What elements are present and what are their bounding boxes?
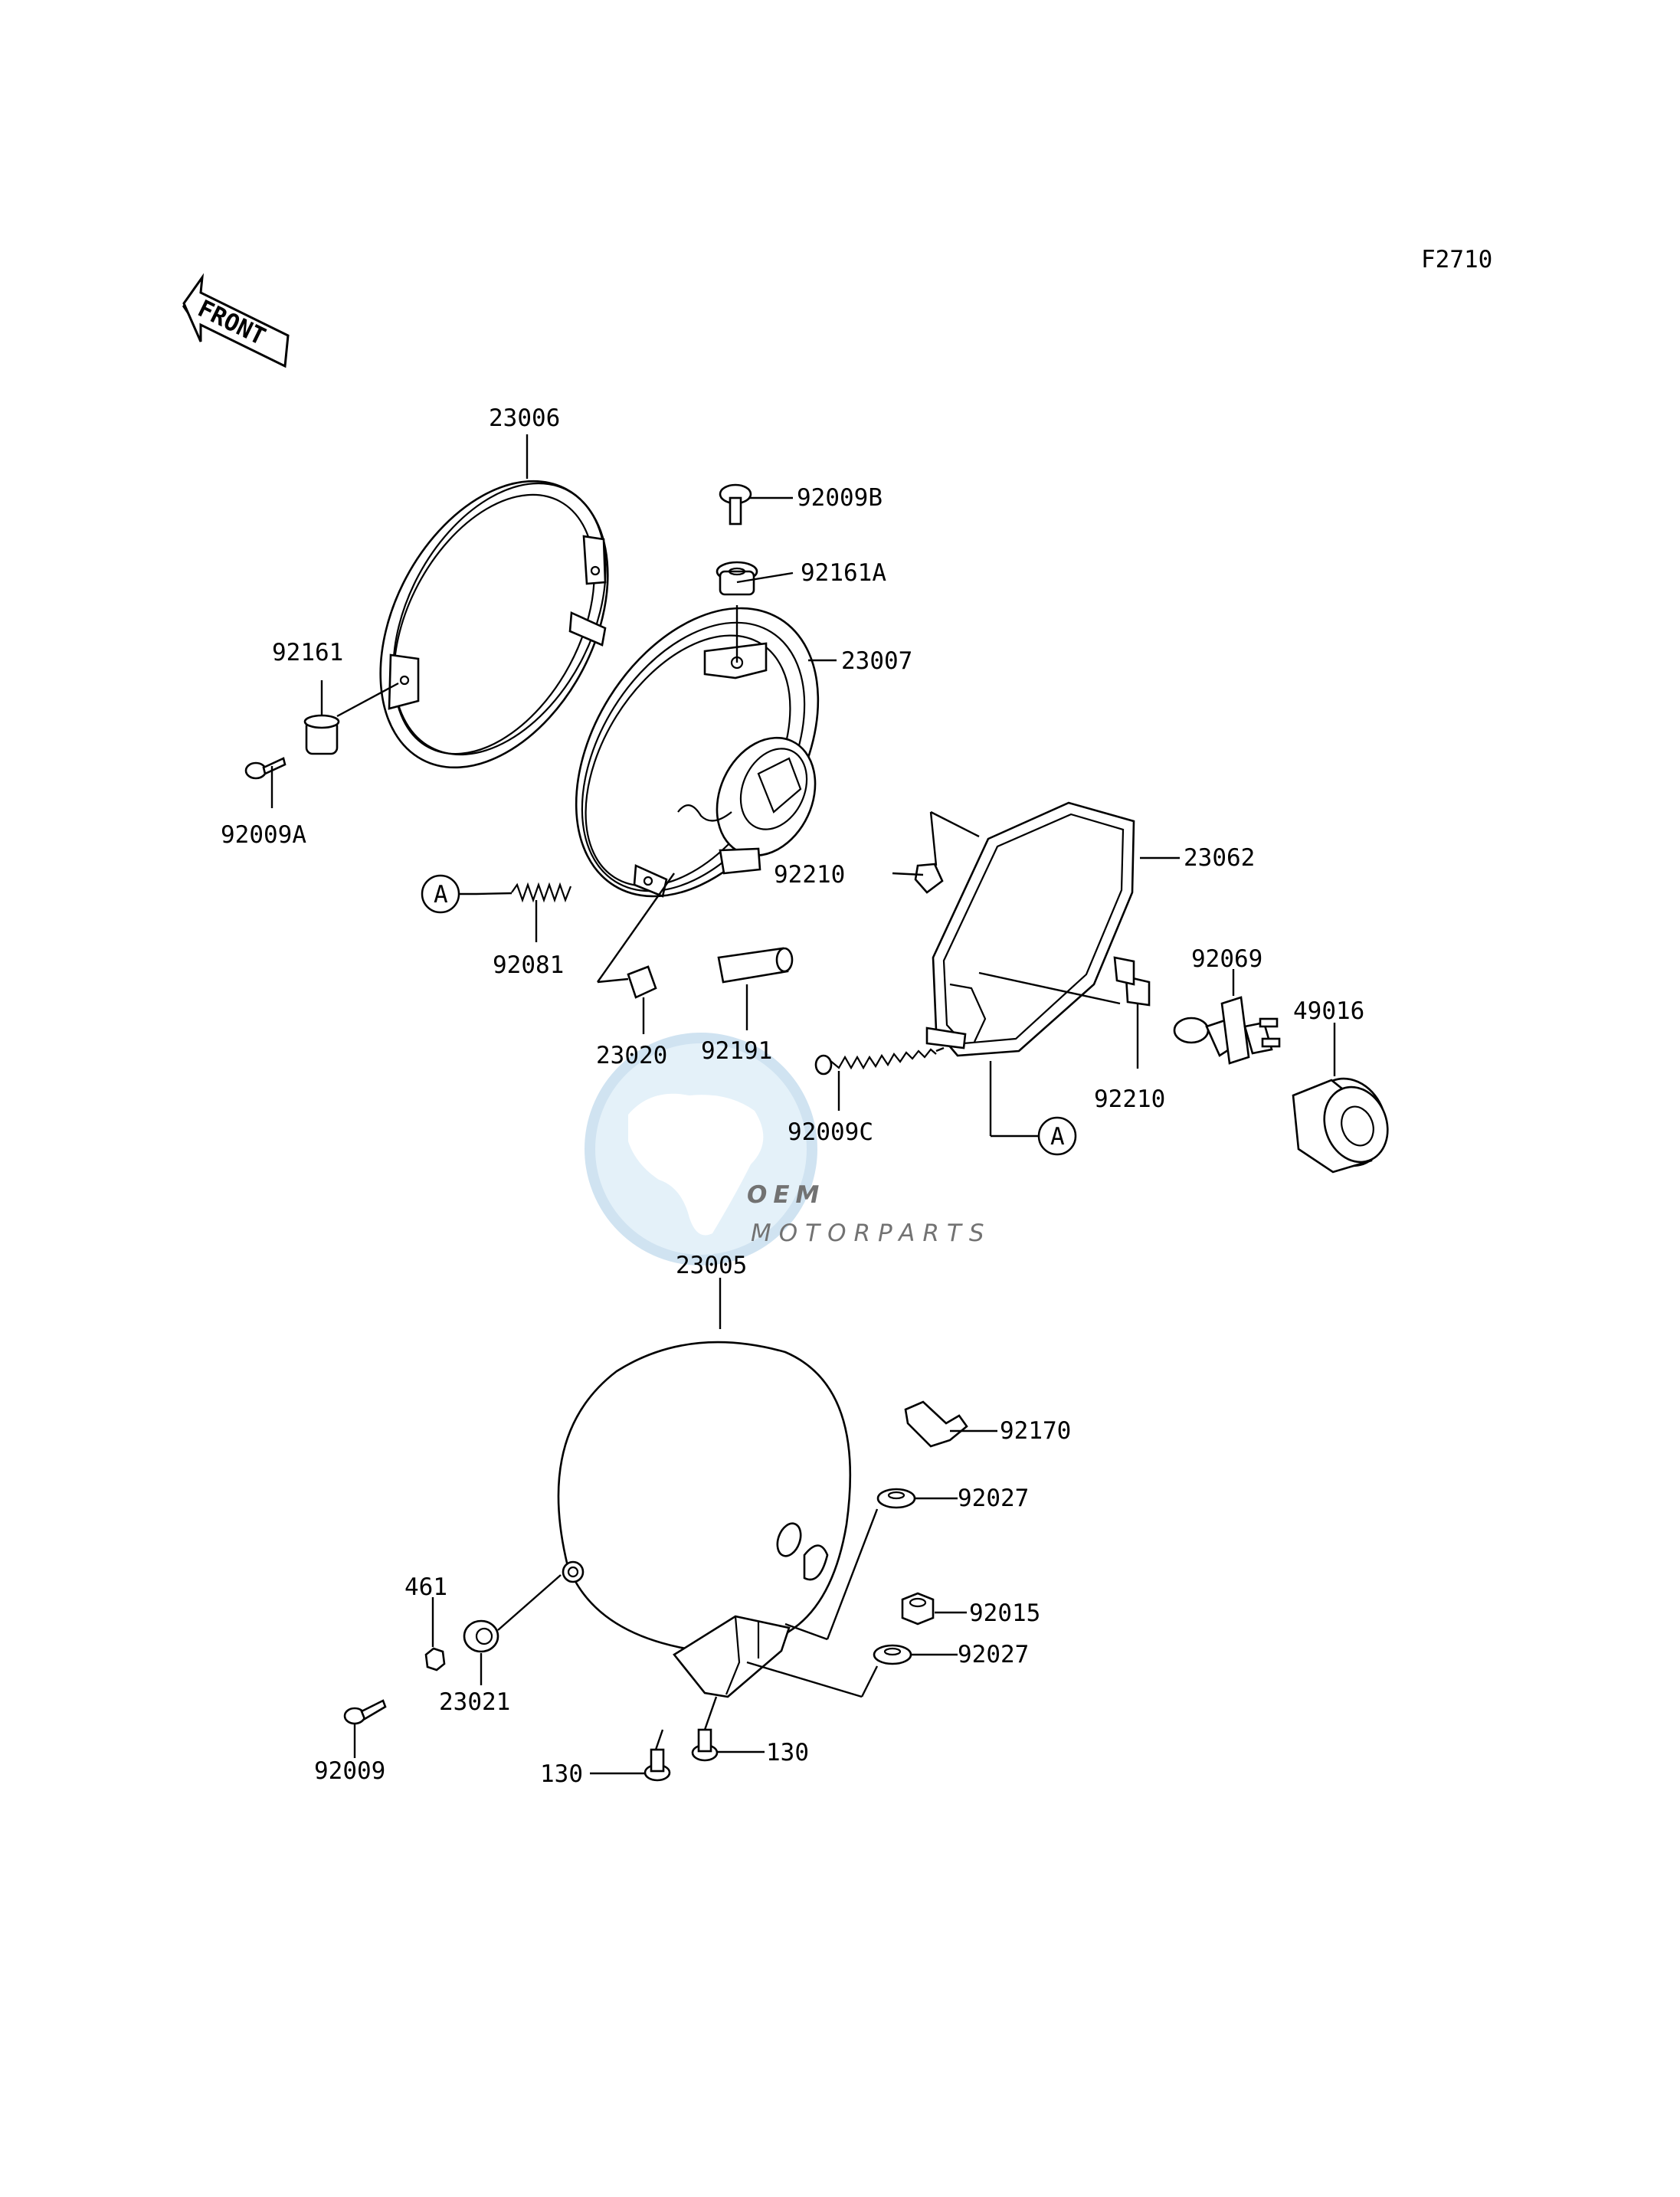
nut-92015 <box>901 1592 935 1626</box>
label-461: 461 <box>404 1573 447 1601</box>
label-92170: 92170 <box>1000 1417 1071 1445</box>
label-92210-lower: 92210 <box>1094 1085 1165 1113</box>
label-23062: 23062 <box>1184 844 1255 872</box>
label-92015: 92015 <box>969 1599 1040 1627</box>
label-23020: 23020 <box>596 1042 667 1069</box>
label-130-left: 130 <box>540 1760 583 1788</box>
label-92069: 92069 <box>1191 945 1262 973</box>
nut-461 <box>424 1647 446 1671</box>
label-23005: 23005 <box>676 1252 747 1279</box>
ref-marker-a-left: A <box>421 874 476 914</box>
screw-92009C <box>814 1046 945 1076</box>
label-92009B: 92009B <box>797 484 883 512</box>
clip-92210-upper <box>914 863 944 894</box>
grommet-23021 <box>463 1619 499 1653</box>
leader-lines <box>270 434 1336 1775</box>
front-label: FRONT <box>193 295 270 351</box>
collar-92191 <box>717 947 794 984</box>
ref-marker-a-left-label: A <box>434 881 448 909</box>
headlight-rim <box>379 480 609 769</box>
bulb-cover-49016 <box>1292 1077 1389 1174</box>
label-92027-upper: 92027 <box>958 1485 1029 1512</box>
grommet-92161 <box>303 714 340 755</box>
watermark-logo: OEM <box>747 1181 825 1209</box>
watermark: OEM MOTORPARTS <box>585 1033 992 1265</box>
grommet-92161A <box>716 561 758 596</box>
label-92081: 92081 <box>493 951 564 979</box>
label-23021: 23021 <box>439 1688 510 1716</box>
headlight-unit <box>575 607 820 898</box>
label-23007: 23007 <box>841 647 912 675</box>
ref-marker-a-right-label: A <box>1050 1123 1065 1151</box>
label-130-right: 130 <box>766 1739 809 1766</box>
bolt-130-right <box>691 1696 719 1762</box>
label-92027-lower: 92027 <box>958 1641 1029 1668</box>
label-92009C: 92009C <box>788 1118 873 1146</box>
watermark-subtitle: MOTORPARTS <box>751 1220 992 1247</box>
label-49016: 49016 <box>1293 997 1364 1025</box>
label-92191: 92191 <box>701 1037 772 1065</box>
washer-92027-upper <box>876 1488 916 1509</box>
label-92161A: 92161A <box>801 559 886 587</box>
label-92161: 92161 <box>272 639 343 666</box>
watermark-continent <box>628 1093 764 1236</box>
label-23006: 23006 <box>489 404 560 432</box>
figure-code: F2710 <box>1421 246 1492 273</box>
label-92210-upper: 92210 <box>774 861 845 889</box>
ref-marker-a-right: A <box>1037 1116 1077 1156</box>
screw-92009B <box>719 483 752 526</box>
part-labels: 23006 92009B 92161A 23007 92161 92009A 9… <box>221 404 1364 1788</box>
bulb-92069 <box>1173 996 1281 1065</box>
headlight-housing <box>557 1341 852 1698</box>
screw-92009 <box>343 1699 387 1725</box>
bracket-frame <box>925 801 1151 1057</box>
spring-92081 <box>476 882 572 903</box>
bracket-92170 <box>904 1400 968 1448</box>
bolt-130-left <box>644 1729 671 1782</box>
front-arrow-icon: FRONT <box>182 273 290 368</box>
screw-92009A <box>244 757 287 780</box>
label-92009: 92009 <box>314 1757 385 1785</box>
label-92009A: 92009A <box>221 821 306 849</box>
washer-92027-lower <box>873 1644 912 1665</box>
nut-23020 <box>627 965 657 999</box>
